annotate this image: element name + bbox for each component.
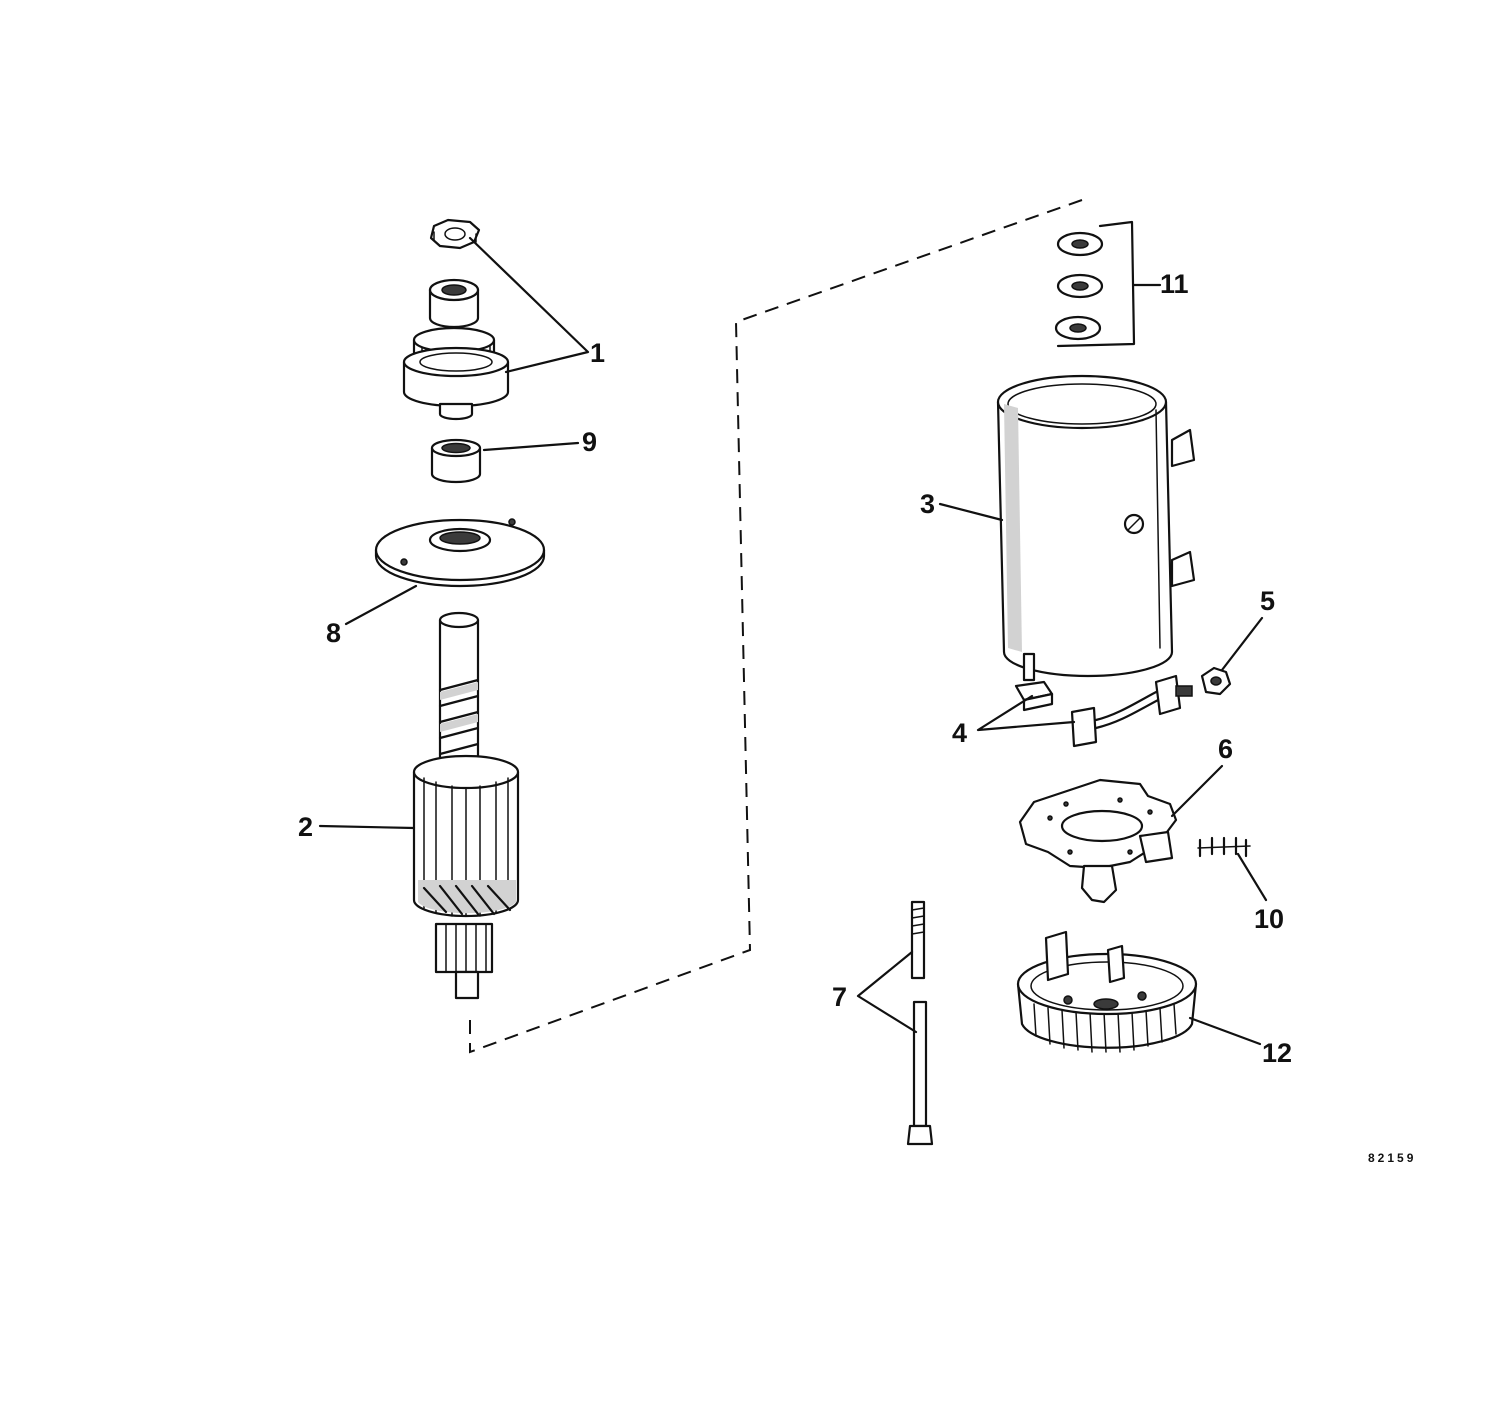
callout-4: 4 [952,718,967,748]
leader-line-7 [856,950,918,1034]
leader-line-9 [482,441,580,452]
callout-7: 7 [832,982,847,1012]
callout-11: 11 [1160,269,1189,299]
part-4-brushes [1014,674,1193,748]
part-10-springs [1197,836,1251,858]
callout-6: 6 [1218,734,1233,764]
leader-line-5 [1220,616,1264,672]
part-7-through-bolts [906,900,934,1146]
leader-line-2 [318,824,416,830]
leader-line-4 [976,694,1076,732]
part-9-bushing [430,438,482,484]
part-1-drive-pinion [402,278,510,421]
part-3-frame-housing [996,374,1196,682]
leader-line-1 [468,236,590,374]
assembly-reference-line [469,199,1083,1054]
bracket-11 [1056,220,1136,348]
callout-3: 3 [920,489,935,519]
callout-1: 1 [590,338,605,368]
leader-line-3 [938,502,1004,522]
leader-line-10 [1236,852,1268,902]
part-6-brush-plate [1018,778,1178,904]
leader-line-8 [344,584,418,626]
part-12-end-cap [1016,930,1198,1053]
part-1-hex-nut [429,218,481,250]
callout-8: 8 [326,618,341,648]
part-5-nut [1200,666,1232,696]
part-11-washers [1054,231,1104,341]
leader-line-12 [1188,1016,1262,1046]
part-2-armature [412,611,520,1000]
callout-2: 2 [298,812,313,842]
leader-line-6 [1170,764,1224,818]
callout-9: 9 [582,427,597,457]
callout-12: 12 [1262,1038,1292,1068]
callout-10: 10 [1254,904,1284,934]
callout-5: 5 [1260,586,1275,616]
drawing-number: 82159 [1368,1151,1416,1165]
part-8-end-plate [374,518,546,588]
